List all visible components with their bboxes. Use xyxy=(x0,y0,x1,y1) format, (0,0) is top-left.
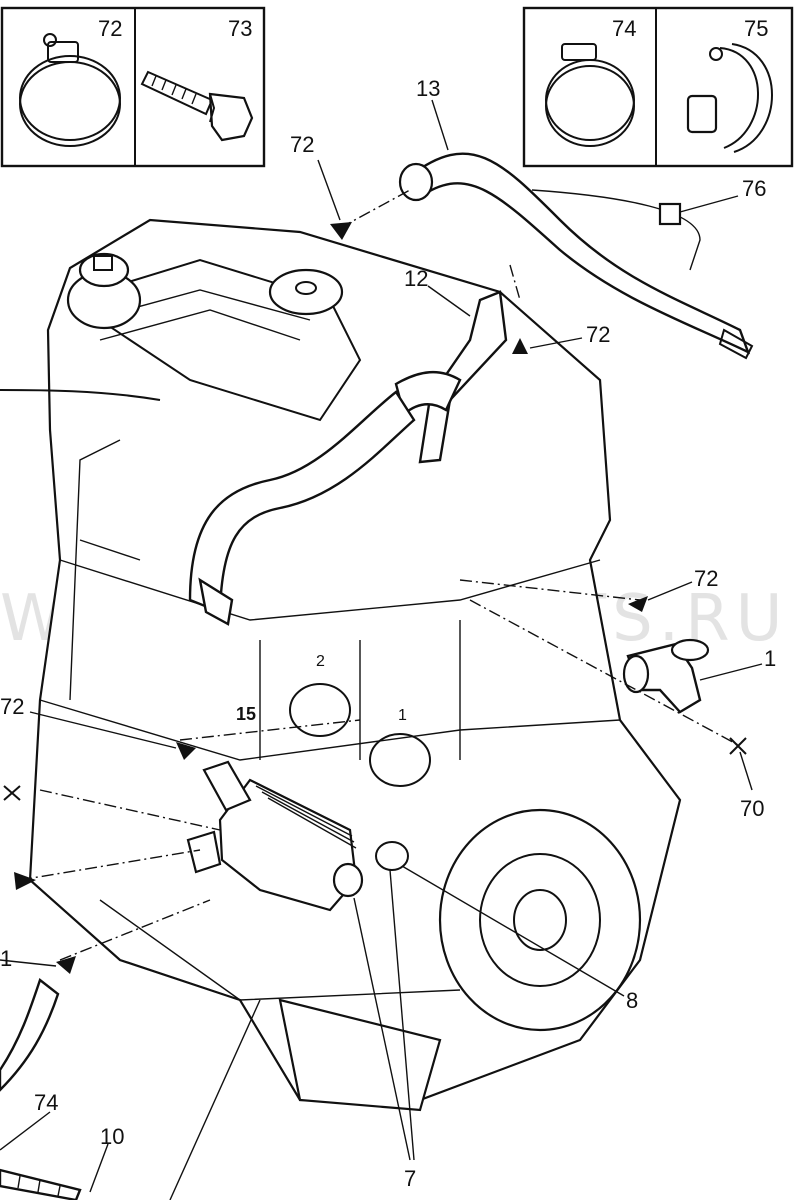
callout-1: 1 xyxy=(764,646,776,671)
oil-separator-box xyxy=(186,760,364,912)
engine-mark-1: 1 xyxy=(398,707,407,724)
callout-70: 70 xyxy=(740,796,764,821)
breather-pipe-12 xyxy=(394,290,508,464)
lower-hose xyxy=(0,978,60,1092)
o-ring-8 xyxy=(375,841,409,871)
callout-8: 8 xyxy=(626,988,638,1013)
callout-72-mid: 72 xyxy=(586,322,610,347)
engine-block: 2 1 15 xyxy=(28,218,682,1112)
callout-13: 13 xyxy=(416,76,440,101)
label-74-inset: 74 xyxy=(612,16,636,41)
small-pipe-10 xyxy=(0,1168,82,1200)
connector-76 xyxy=(658,202,682,226)
callout-1-left: 1 xyxy=(0,946,12,971)
breather-hose-main xyxy=(188,390,416,626)
hose-clip-icon xyxy=(686,43,773,153)
label-73-inset: 73 xyxy=(228,16,252,41)
label-75-inset: 75 xyxy=(744,16,768,41)
callout-76: 76 xyxy=(742,176,766,201)
inset-box-left: 72 73 xyxy=(0,6,266,168)
callout-7: 7 xyxy=(404,1166,416,1191)
band-clamp-icon xyxy=(545,43,635,147)
round-cover-icon xyxy=(268,268,344,316)
elbow-fitting-1 xyxy=(622,638,710,714)
callout-12: 12 xyxy=(404,266,428,291)
callout-72-right: 72 xyxy=(694,566,718,591)
engine-mark-15: 15 xyxy=(236,704,256,724)
callout-72-top: 72 xyxy=(290,132,314,157)
callout-10: 10 xyxy=(100,1124,124,1149)
engine-mark-2: 2 xyxy=(316,653,325,670)
inset-box-right: 74 75 xyxy=(522,6,794,168)
callout-74-bottom: 74 xyxy=(34,1090,58,1115)
callout-72-left: 72 xyxy=(0,694,24,719)
bolt-icon xyxy=(140,70,254,142)
label-72-inset: 72 xyxy=(98,16,122,41)
flywheel-icon xyxy=(438,808,642,1032)
cable-left xyxy=(0,389,161,401)
oil-filler-cap-icon xyxy=(66,252,142,330)
hose-clamp-icon xyxy=(19,33,121,147)
